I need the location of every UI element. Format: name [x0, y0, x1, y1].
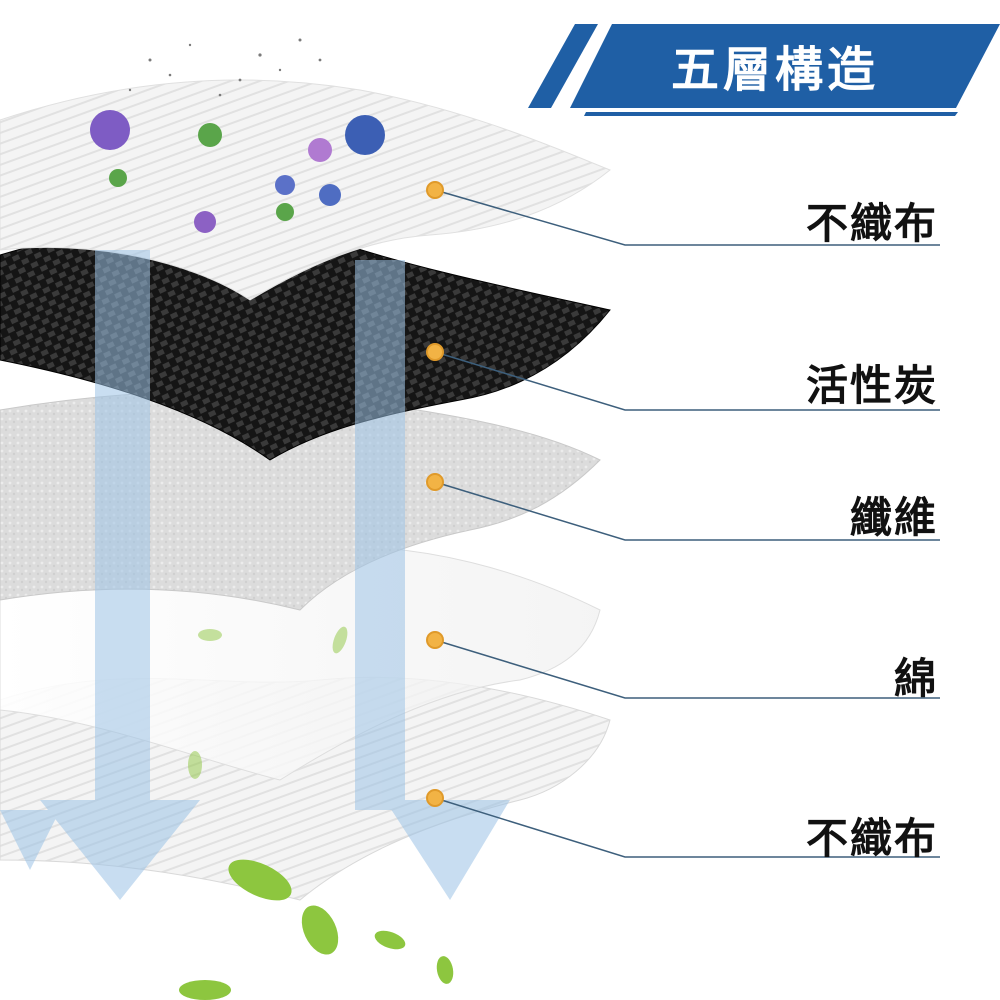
page-title: 五層構造 — [670, 42, 879, 98]
layer-4-marker — [426, 631, 444, 649]
layer-1-marker — [426, 181, 444, 199]
layer-5-label: 不織布 — [805, 814, 938, 863]
layer-1-label: 不織布 — [805, 199, 938, 248]
leader-line-5 — [434, 797, 940, 858]
leader-line-4 — [434, 639, 940, 699]
layer-3-label: 纖維 — [849, 493, 938, 542]
leaf-icon — [179, 626, 454, 1000]
leader-line-3 — [434, 481, 940, 541]
layer-1-sheet — [0, 79, 611, 301]
virus-icon — [90, 110, 385, 233]
airflow-arrow-icon — [0, 250, 510, 900]
leader-line-1 — [434, 189, 940, 246]
layer-2-label: 活性炭 — [805, 361, 938, 410]
layer-5-marker — [426, 789, 444, 807]
leader-line-2 — [434, 351, 940, 411]
layer-2-marker — [426, 343, 444, 361]
layer-3-marker — [426, 473, 444, 491]
layer-4-label: 綿 — [893, 654, 938, 703]
dust-particle-icon — [128, 38, 322, 97]
